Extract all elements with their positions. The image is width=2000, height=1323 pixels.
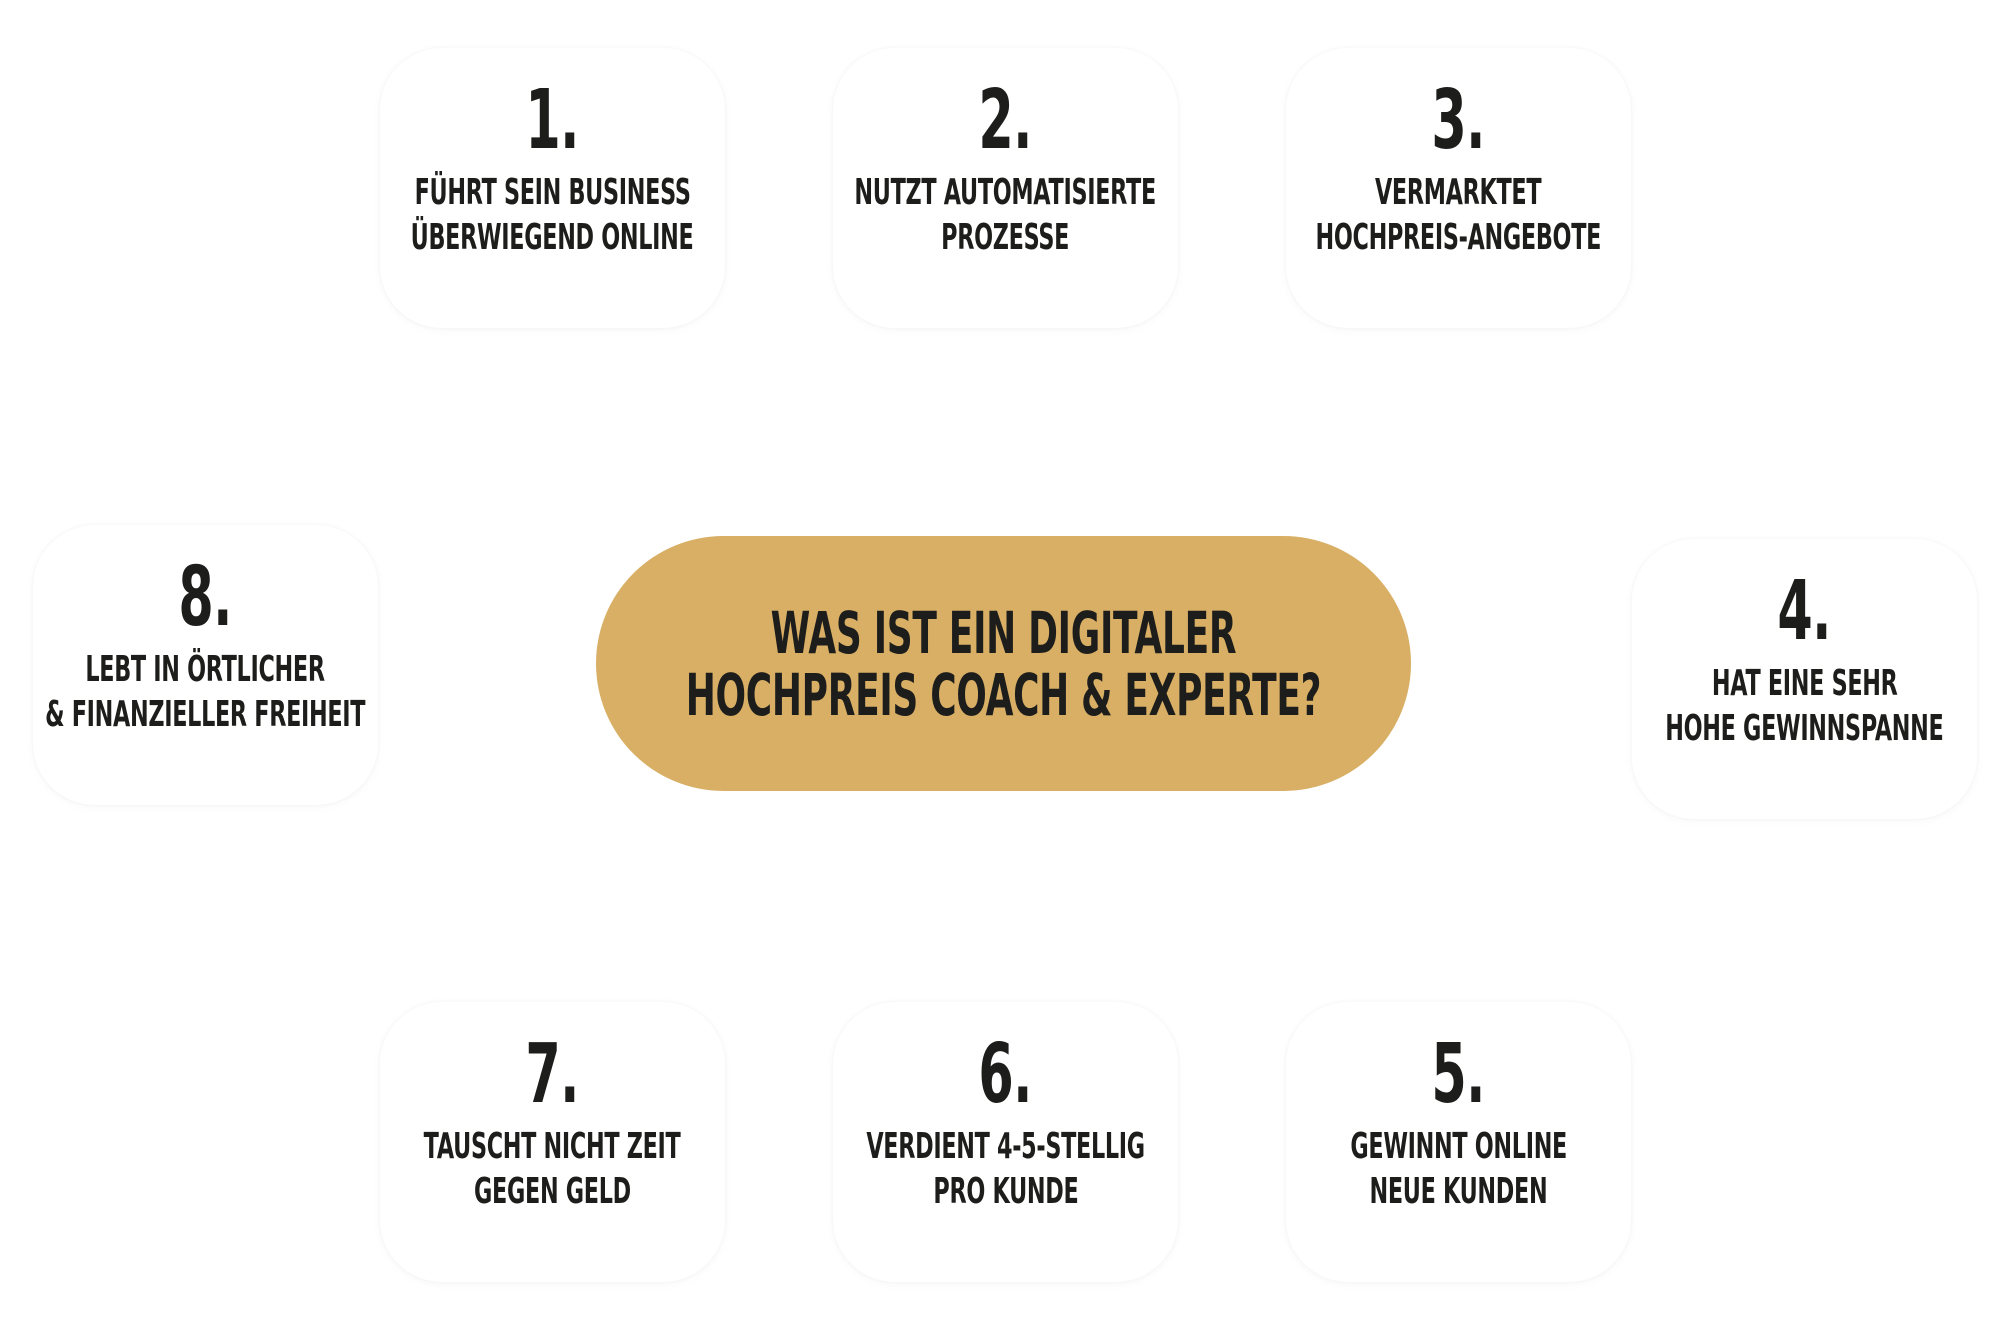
item-card-8: 8. LEBT IN ÖRTLICHER & FINANZIELLER FREI… — [33, 525, 378, 805]
item-text-line: FÜHRT SEIN BUSINESS — [414, 172, 691, 213]
item-card-4: 4. HAT EINE SEHR HOHE GEWINNSPANNE — [1632, 539, 1977, 819]
central-question-line-2: HOCHPREIS COACH & EXPERTE? — [685, 660, 1322, 729]
item-text-line: NUTZT AUTOMATISIERTE — [854, 172, 1157, 213]
item-text-line: NEUE KUNDEN — [1369, 1171, 1548, 1212]
item-number: 8. — [178, 550, 233, 645]
item-number: 6. — [978, 1027, 1033, 1122]
item-text-line: GEWINNT ONLINE — [1350, 1126, 1567, 1167]
item-number: 3. — [1431, 73, 1486, 168]
central-question-pill: WAS IST EIN DIGITALER HOCHPREIS COACH & … — [596, 536, 1411, 791]
item-text-line: & FINANZIELLER FREIHEIT — [45, 694, 366, 735]
item-text-line: PROZESSE — [941, 217, 1070, 258]
item-text-line: TAUSCHT NICHT ZEIT — [424, 1126, 681, 1167]
item-text-line: LEBT IN ÖRTLICHER — [85, 649, 326, 690]
item-number: 5. — [1431, 1027, 1486, 1122]
item-number: 7. — [525, 1027, 580, 1122]
item-card-1: 1. FÜHRT SEIN BUSINESS ÜBERWIEGEND ONLIN… — [380, 48, 725, 328]
item-number: 1. — [525, 73, 580, 168]
item-text-line: HAT EINE SEHR — [1711, 663, 1898, 704]
item-card-3: 3. VERMARKTET HOCHPREIS-ANGEBOTE — [1286, 48, 1631, 328]
item-text-line: ÜBERWIEGEND ONLINE — [411, 217, 694, 258]
item-card-7: 7. TAUSCHT NICHT ZEIT GEGEN GELD — [380, 1002, 725, 1282]
item-card-6: 6. VERDIENT 4-5-STELLIG PRO KUNDE — [833, 1002, 1178, 1282]
item-text-line: HOHE GEWINNSPANNE — [1665, 708, 1944, 749]
item-card-5: 5. GEWINNT ONLINE NEUE KUNDEN — [1286, 1002, 1631, 1282]
item-text-line: HOCHPREIS-ANGEBOTE — [1315, 217, 1602, 258]
item-text-line: GEGEN GELD — [474, 1171, 631, 1212]
item-text-line: PRO KUNDE — [933, 1171, 1078, 1212]
item-number: 4. — [1777, 564, 1832, 659]
item-card-2: 2. NUTZT AUTOMATISIERTE PROZESSE — [833, 48, 1178, 328]
central-question-line-1: WAS IST EIN DIGITALER — [770, 598, 1237, 667]
item-text-line: VERDIENT 4-5-STELLIG — [866, 1126, 1145, 1167]
item-number: 2. — [978, 73, 1033, 168]
item-text-line: VERMARKTET — [1375, 172, 1542, 213]
